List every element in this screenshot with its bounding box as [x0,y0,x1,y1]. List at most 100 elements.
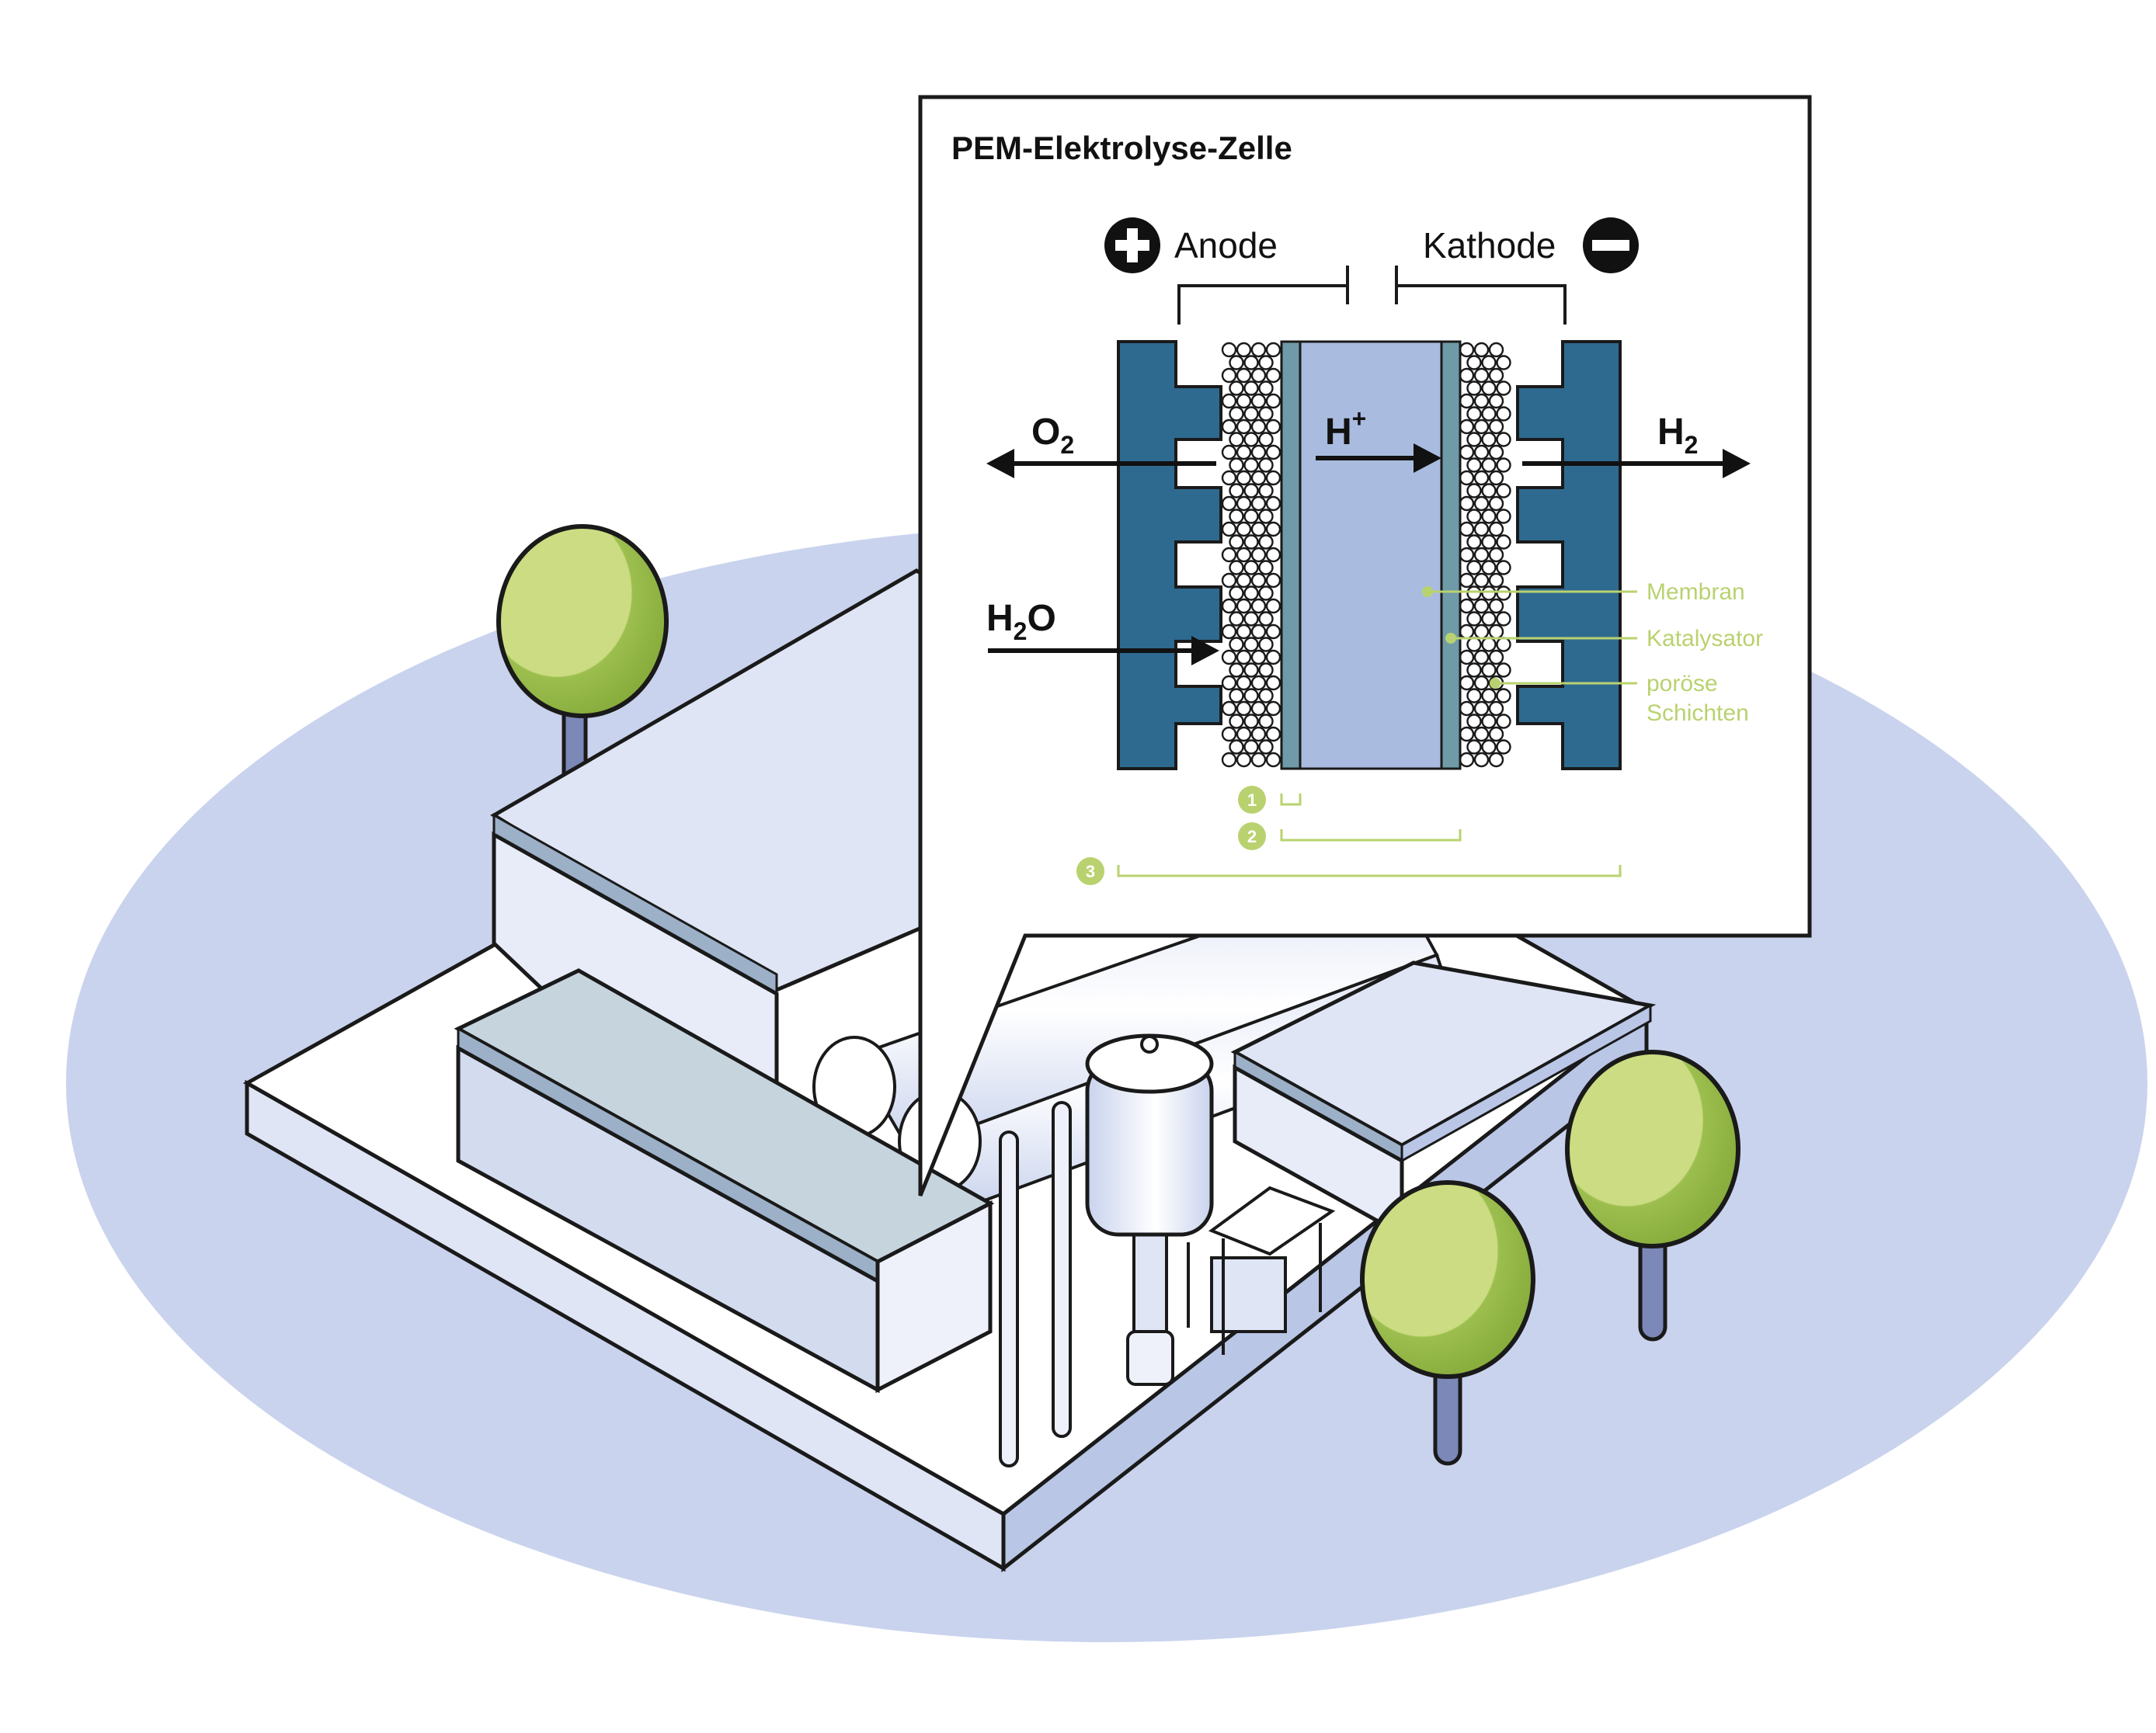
pore-bubble [1250,623,1267,640]
pore-bubble [1473,752,1490,768]
catalyst-anode [1280,340,1302,770]
pore-bubble [1258,406,1274,422]
pore-bubble [1481,662,1497,678]
pore-bubble [1221,752,1237,768]
pore-bubble [1466,560,1482,575]
pore-bubble [1250,598,1267,614]
pore-bubble [1473,470,1490,486]
pore-bubble [1481,534,1497,550]
pore-bubble [1481,406,1497,422]
cathode-plate [1516,340,1622,770]
svg-text:2: 2 [1247,827,1257,846]
pore-bubble [1488,393,1504,409]
pore-bubble [1229,432,1244,447]
pore-bubble [1243,560,1259,575]
pore-bubble [1481,457,1497,473]
pore-bubble [1466,406,1482,422]
pore-bubble [1459,342,1475,358]
pore-bubble [1488,726,1504,742]
pore-bubble [1236,547,1252,563]
pore-bubble [1229,637,1244,652]
pore-bubble [1229,714,1244,729]
pore-bubble [1229,483,1244,498]
pore-bubble [1221,367,1237,384]
pore-bubble [1496,662,1511,678]
pore-bubble [1236,649,1252,665]
h2o-arrow [988,636,1219,665]
pore-bubble [1243,355,1259,370]
plus-circle-icon [1104,217,1160,273]
pore-bubble [1258,560,1274,575]
pore-bubble [1243,534,1259,550]
pore-bubble [1250,367,1267,384]
pore-bubble [1466,534,1482,550]
pore-bubble [1221,675,1237,691]
pore-bubble [1243,688,1259,703]
pore-bubble [1258,457,1274,473]
pore-bubble [1488,623,1504,640]
pore-bubble [1473,444,1490,460]
pore-bubble [1488,495,1504,512]
pore-bubble [1481,483,1497,498]
pore-bubble [1496,509,1511,524]
pore-bubble [1488,547,1504,563]
pore-bubble [1250,726,1267,742]
kathode-label: Kathode [1423,225,1556,266]
pore-bubble [1265,598,1281,614]
pore-bubble [1496,380,1511,396]
pore-bubble [1221,547,1237,563]
legend-poroese-line2: Schichten [1647,700,1749,726]
pore-bubble [1243,509,1259,524]
pore-bubble [1265,521,1281,537]
pore-bubble [1466,662,1482,678]
pore-bubble [1243,611,1259,627]
pore-bubble [1459,393,1475,409]
svg-text:1: 1 [1247,790,1257,810]
pore-bubble [1473,675,1490,691]
pore-bubble [1229,739,1244,755]
pore-bubble [1265,470,1281,486]
pore-bubble [1229,611,1244,627]
pore-bubble [1496,406,1511,422]
vertical-tank [1085,1033,1214,1386]
pore-bubble [1265,418,1281,435]
pore-bubble [1496,585,1511,601]
pore-bubble [1243,714,1259,729]
pore-bubble [1243,457,1259,473]
pore-bubble [1459,418,1475,435]
pore-bubble [1258,534,1274,550]
pore-bubble [1466,457,1482,473]
pore-bubble [1250,572,1267,589]
pore-bubble [1488,470,1504,486]
pore-bubble [1250,342,1267,358]
o2-label: O2 [1031,412,1074,459]
pore-bubble [1473,726,1490,742]
pore-bubble [1481,637,1497,652]
h-plus-label: H+ [1325,405,1366,453]
pore-bubble [1459,444,1475,460]
pore-bubble [1250,418,1267,435]
anode-bracket [1177,266,1349,325]
pore-bubble [1496,560,1511,575]
pore-bubble [1258,483,1274,498]
h2-arrow [1522,449,1751,478]
pore-bubble [1496,534,1511,550]
pore-bubble [1236,726,1252,742]
pore-bubble [1496,714,1511,729]
pore-bubble [1265,675,1281,691]
pore-bubble [1265,700,1281,717]
tree-front-right [1565,1050,1740,1342]
pore-bubble [1236,675,1252,691]
pore-bubble [1221,521,1237,537]
small-table [1187,1186,1336,1355]
pore-bubble [1229,406,1244,422]
pore-bubble [1265,752,1281,768]
pore-bubble [1221,623,1237,640]
pore-bubble [1221,342,1237,358]
pore-bubble [1236,700,1252,717]
pore-bubble [1466,355,1482,370]
pore-bubble [1243,483,1259,498]
pore-bubble [1258,637,1274,652]
pore-bubble [1459,649,1475,665]
